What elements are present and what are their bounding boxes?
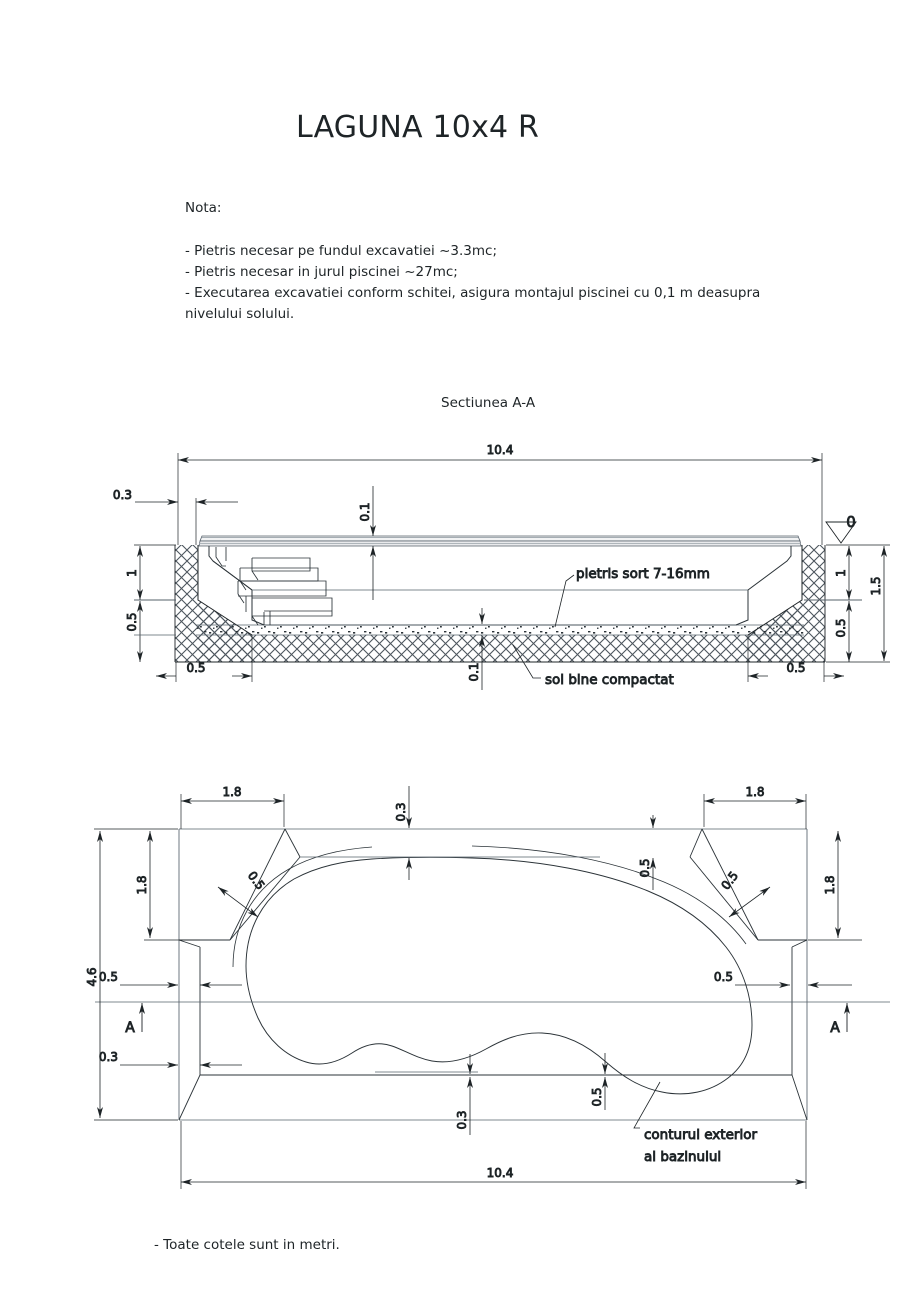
section-caption: Sectiunea A-A [441,395,536,411]
dim-label: 4.6 [85,967,99,986]
dim-label: 1.8 [823,875,837,894]
dim-section-above-ground: 0.1 [358,486,376,600]
dim-label: 0.5 [718,869,741,893]
callout-label: pietris sort 7-16mm [576,566,710,582]
callout-soil: sol bine compactat [512,644,674,688]
dim-label: 0.5 [590,1087,604,1106]
dim-label: 0.5 [714,970,733,984]
callout-label-line2: al bazinului [644,1149,721,1165]
section-mark-label: A [830,1020,840,1036]
notes-list: - Pietris necesar pe fundul excavatiei ~… [185,241,805,325]
dim-label: 1.5 [869,576,883,595]
dim-plan-left-clearance: 0.5 [98,970,242,988]
dim-plan-overall-length: 10.4 [180,1121,807,1189]
plan-pool-contour [245,856,753,1095]
plan-pool-contour-offset [232,846,373,968]
plan-chamfer-offset-lines [229,828,759,941]
dim-label: 0.5 [99,970,118,984]
dim-label: 0.5 [245,869,268,893]
dim-section-depth-right: 1 0.5 1.5 [804,544,890,663]
excavation-hatch-bottom [198,635,802,662]
dim-plan-chamfer-right: 1.8 [703,785,807,829]
dim-plan-chamfer-offset-left: 0.5 [217,868,268,918]
dim-label: 0.1 [467,662,481,681]
dim-section-depth-left-1: 1 [125,544,176,601]
pool-steps [215,547,333,626]
dim-plan-bottom-right-clearance: 0.5 [590,1053,608,1110]
section-mark-right: A [830,1003,850,1036]
callout-gravel: pietris sort 7-16mm [554,566,710,628]
dim-plan-bottom-left-clearance: 0.3 [98,1050,242,1068]
dim-label: 0.5 [186,661,205,675]
dim-label: 10.4 [487,443,514,457]
note-item: - Pietris necesar in jurul piscinei ~27m… [185,264,458,280]
section-mark-label: A [125,1020,135,1036]
dim-plan-chamfer-offset-right: 0.5 [718,868,771,918]
dim-label: 1.8 [745,785,764,799]
plan-excavation-octagon [178,828,808,1121]
dim-label: 1.8 [222,785,241,799]
pool-coping [199,535,801,542]
dim-label: 0.1 [358,502,372,521]
section-mark-left: A [125,1003,145,1036]
note-item: - Executarea excavatiei conform schitei,… [185,285,761,322]
note-item: - Pietris necesar pe fundul excavatiei ~… [185,243,497,259]
dim-plan-chamfer-left: 1.8 [180,785,285,829]
callout-label: sol bine compactat [545,672,674,688]
dim-label: 10.4 [487,1166,514,1180]
dim-label: 0.5 [125,612,139,631]
dim-section-base-left: 0.5 [156,635,253,682]
dim-label: 0.5 [786,661,805,675]
dim-plan-top-clearance: 0.3 [300,786,600,880]
dim-plan-side-right: 1.8 [808,831,862,941]
gravel-bed [196,625,804,635]
dim-plan-right-clearance: 0.5 [713,970,852,988]
dim-plan-bottom-center-clearance: 0.3 [375,1054,478,1135]
dim-section-left-offset: 0.3 [112,488,238,545]
dim-label: 0.3 [455,1110,469,1129]
dim-label: 0.3 [113,488,132,502]
dim-plan-overall-width: 4.6 [85,828,178,1121]
dim-label: 1 [834,569,848,577]
dim-plan-side-left: 1.8 [135,831,200,941]
ground-level-symbol: 0 [825,513,857,544]
footnote: - Toate cotele sunt in metri. [154,1237,340,1253]
notes-label: Nota: [185,200,222,216]
dim-label: 0.3 [99,1050,118,1064]
dim-label: 0.5 [638,858,652,877]
callout-pool-outline: conturul exterior al bazinului [633,1081,758,1165]
ground-level-value: 0 [846,513,856,531]
dim-label: 0.5 [834,618,848,637]
dim-section-gravel-thickness: 0.1 [467,608,485,690]
dim-section-base-right: 0.5 [747,635,844,682]
plan-excavation-outline [178,828,808,1121]
dim-section-overall-length: 10.4 [177,443,823,545]
dim-label: 1 [125,569,139,577]
dim-plan-top-right-offset: 0.5 [638,815,656,890]
dim-label: 1.8 [135,875,149,894]
dim-section-depth-left-05: 0.5 [125,601,176,662]
page-title: LAGUNA 10x4 R [296,110,540,145]
dim-label: 0.3 [394,802,408,821]
callout-label-line1: conturul exterior [644,1127,757,1143]
